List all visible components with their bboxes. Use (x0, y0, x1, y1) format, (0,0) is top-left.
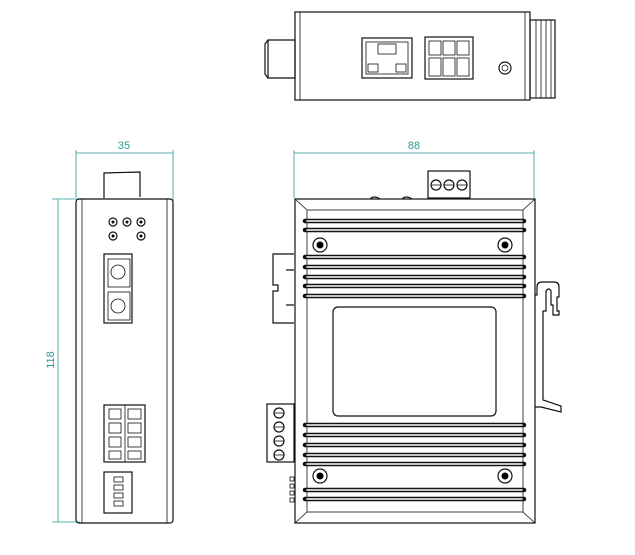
top-view-clip (264, 39, 296, 79)
fiber-sc-port (103, 253, 133, 324)
side-width-dimension: 88 (408, 140, 420, 152)
top-view (264, 11, 556, 101)
front-view-body (75, 198, 174, 524)
front-width-dimension: 35 (118, 140, 130, 152)
din-rail-clip (535, 281, 562, 413)
mounting-screws (312, 237, 513, 484)
side-terminal-block (266, 403, 295, 463)
dip-switch (103, 471, 133, 514)
front-terminal-block (103, 404, 146, 463)
led-indicators (108, 217, 146, 241)
rj45-port (361, 37, 413, 79)
side-view: 88 (266, 140, 562, 524)
label-area (332, 306, 497, 417)
side-dip-switch (289, 476, 295, 503)
cooling-ribs (302, 218, 527, 502)
ground-hole (498, 61, 512, 75)
front-top-clip (103, 171, 141, 198)
top-terminal-block (424, 36, 474, 80)
side-view-body (294, 198, 536, 524)
side-fiber-connector (272, 253, 294, 324)
height-dimension: 118 (45, 351, 57, 369)
top-view-din-clip (529, 19, 556, 99)
side-top-terminal (427, 170, 471, 199)
front-view: 35 118 (45, 140, 174, 524)
